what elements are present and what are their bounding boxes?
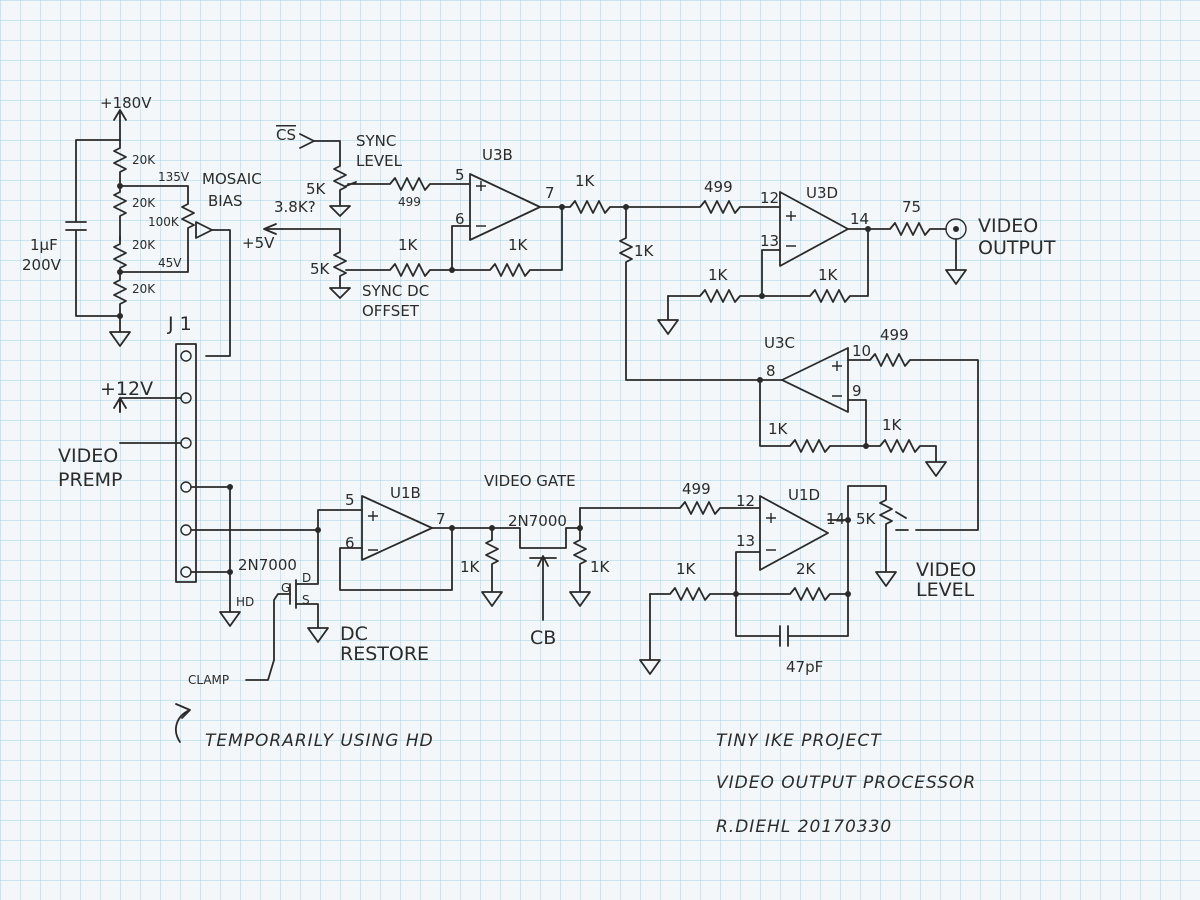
label-cb: CB bbox=[530, 627, 556, 649]
label-u3b-pin6: 6 bbox=[455, 210, 465, 228]
label-u3d: U3D bbox=[806, 184, 838, 202]
label-r4-20k: 20K bbox=[132, 282, 156, 296]
label-cap-1uf: 1µF bbox=[30, 236, 58, 254]
label-plus5v: +5V bbox=[242, 234, 275, 252]
opamp-u1d bbox=[639, 485, 909, 675]
title-line-2: VIDEO OUTPUT PROCESSOR bbox=[716, 773, 976, 793]
label-video-output-1: VIDEO bbox=[978, 215, 1038, 237]
video-gate-fet bbox=[519, 501, 761, 621]
opamp-u3b bbox=[449, 173, 627, 277]
sync-level-section bbox=[263, 133, 471, 299]
label-cap-200v: 200V bbox=[22, 256, 62, 274]
label-u3c-pin8: 8 bbox=[766, 362, 776, 380]
label-temporarily: TEMPORARILY USING HD bbox=[205, 731, 434, 751]
label-u1d-pin12: 12 bbox=[736, 492, 755, 510]
label-video-gate: VIDEO GATE bbox=[484, 472, 576, 490]
label-u3c-pin10: 10 bbox=[852, 342, 871, 360]
label-u1d-in-499: 499 bbox=[682, 480, 711, 498]
label-j1: J 1 bbox=[167, 313, 192, 335]
label-sync-dc: SYNC DC bbox=[362, 282, 429, 300]
label-r1-20k: 20K bbox=[132, 153, 156, 167]
curved-arrow bbox=[175, 703, 191, 743]
label-r75: 75 bbox=[902, 198, 921, 216]
label-video-output-2: OUTPUT bbox=[978, 237, 1056, 259]
label-sync-pot-5k: 5K bbox=[306, 180, 327, 198]
label-u1b-pin6: 6 bbox=[345, 534, 355, 552]
title-line-3: R.DIEHL 20170330 bbox=[716, 817, 892, 837]
label-gate-1k: 1K bbox=[590, 558, 611, 576]
label-u3c-pin9: 9 bbox=[852, 382, 862, 400]
label-plus12v: +12V bbox=[100, 378, 153, 400]
label-sync-level: LEVEL bbox=[356, 152, 403, 170]
label-dc: DC bbox=[340, 623, 368, 645]
label-clamp: CLAMP bbox=[188, 673, 229, 687]
label-video-level-2: LEVEL bbox=[916, 579, 975, 601]
label-plus180v: +180V bbox=[100, 94, 152, 112]
label-offset: OFFSET bbox=[362, 302, 420, 320]
label-u3b: U3B bbox=[482, 146, 513, 164]
label-u3d-shunt-1k: 1K bbox=[634, 242, 655, 260]
label-u3d-pin12: 12 bbox=[760, 189, 779, 207]
label-cs: CS bbox=[276, 126, 296, 144]
opamp-u3c bbox=[757, 347, 979, 531]
label-u3c: U3C bbox=[764, 334, 795, 352]
label-u3b-out-1k: 1K bbox=[575, 172, 596, 190]
label-sync-r499: 499 bbox=[398, 195, 421, 209]
label-hd: HD bbox=[236, 595, 254, 609]
label-r2-20k: 20K bbox=[132, 196, 156, 210]
label-u3c-in-1k: 1K bbox=[768, 420, 789, 438]
label-video-level-pot-5k: 5K bbox=[856, 510, 877, 528]
label-video-premp-2: PREMP bbox=[58, 469, 123, 491]
label-45v: 45V bbox=[158, 256, 182, 270]
label-u1d-pin13: 13 bbox=[736, 532, 755, 550]
title-line-1: TINY IKE PROJECT bbox=[716, 731, 882, 751]
label-bias: BIAS bbox=[208, 192, 243, 210]
label-fet-s: S bbox=[302, 593, 310, 607]
label-u3b-fb-1k: 1K bbox=[508, 236, 529, 254]
label-restore: RESTORE bbox=[340, 643, 429, 665]
label-u3c-fb-499: 499 bbox=[880, 326, 909, 344]
label-r3-20k: 20K bbox=[132, 238, 156, 252]
label-u1d-gnd-1k: 1K bbox=[676, 560, 697, 578]
label-u1d: U1D bbox=[788, 486, 820, 504]
label-u1b-pin7: 7 bbox=[436, 510, 446, 528]
label-offset-pot-5k: 5K bbox=[310, 260, 331, 278]
label-u1d-r2k: 2K bbox=[796, 560, 817, 578]
label-u1d-pin14: 14 bbox=[826, 510, 845, 528]
label-c47pf: 47pF bbox=[786, 658, 823, 676]
label-u3d-in-499: 499 bbox=[704, 178, 733, 196]
opamp-u3d bbox=[619, 191, 967, 381]
label-fet-d: D bbox=[302, 571, 311, 585]
label-video-level-1: VIDEO bbox=[916, 559, 976, 581]
mosaic-bias-divider bbox=[65, 109, 231, 357]
label-u3b-pin7: 7 bbox=[545, 184, 555, 202]
label-u3d-gnd-1k: 1K bbox=[708, 266, 729, 284]
label-mosaic: MOSAIC bbox=[202, 170, 262, 188]
label-r100k: 100K bbox=[148, 215, 180, 229]
label-sync: SYNC bbox=[356, 132, 396, 150]
label-u1b-out-1k: 1K bbox=[460, 558, 481, 576]
label-u3d-pin13: 13 bbox=[760, 232, 779, 250]
label-135v: 135V bbox=[158, 170, 190, 184]
label-u3d-fb-1k: 1K bbox=[818, 266, 839, 284]
label-fet-2n7000-dc: 2N7000 bbox=[238, 556, 297, 574]
dc-restore-fet bbox=[245, 529, 329, 681]
label-u3c-gnd-1k: 1K bbox=[882, 416, 903, 434]
label-fet-g: G bbox=[281, 581, 290, 595]
label-video-premp-1: VIDEO bbox=[58, 445, 118, 467]
label-u1b-pin5: 5 bbox=[345, 491, 355, 509]
label-u3d-pin14: 14 bbox=[850, 210, 869, 228]
label-3-8k: 3.8K? bbox=[274, 198, 316, 216]
label-u1b: U1B bbox=[390, 484, 421, 502]
label-fet-2n7000-gate: 2N7000 bbox=[508, 512, 567, 530]
connector-j1 bbox=[113, 343, 319, 627]
label-sync-r1k: 1K bbox=[398, 236, 419, 254]
label-u3b-pin5: 5 bbox=[455, 166, 465, 184]
